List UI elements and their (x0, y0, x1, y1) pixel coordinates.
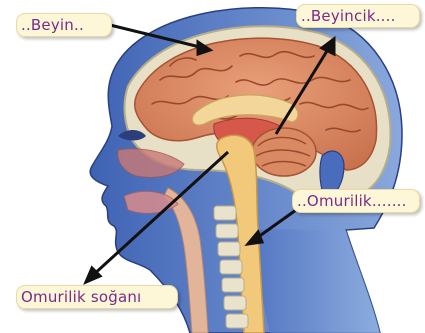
label-beyincik: ..Beyincik.... (296, 4, 420, 28)
label-beyin: ..Beyin.. (16, 13, 112, 37)
label-omurilik: ..Omurilik....... (292, 189, 420, 213)
neck-shading (250, 229, 380, 333)
label-omurilik-sogani: Omurilik soğanı (16, 285, 178, 309)
cerebellum (252, 128, 316, 176)
